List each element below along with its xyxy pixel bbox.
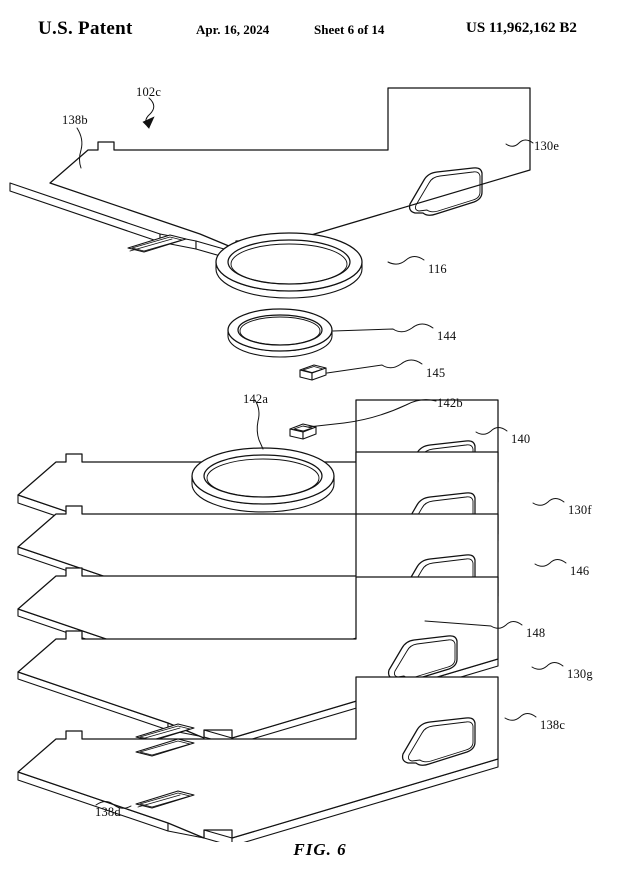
reference-label-130g: 130g	[567, 667, 593, 681]
patent-number: US 11,962,162 B2	[466, 20, 577, 36]
reference-label-145: 145	[426, 366, 446, 380]
reference-label-148: 148	[526, 626, 546, 640]
component-145	[299, 364, 327, 381]
ring-144	[227, 308, 333, 358]
slot-plate-138b	[127, 234, 187, 253]
leader-lines	[76, 97, 567, 809]
reference-label-130e: 130e	[534, 139, 560, 153]
figure-drawing: .ln { fill:none; stroke:#111; stroke-wid…	[0, 52, 640, 842]
ring-116	[215, 232, 363, 299]
reference-label-140: 140	[511, 432, 531, 446]
figure-caption: FIG. 6	[293, 840, 347, 859]
reference-label-142a: 142a	[243, 392, 269, 406]
reference-label-138d: 138d	[95, 805, 121, 819]
reference-label-142b: 142b	[437, 396, 463, 410]
reference-label-138c: 138c	[540, 718, 566, 732]
slot-lower-plate-138d	[135, 790, 195, 809]
boss-142a	[191, 447, 335, 513]
plate-bottom-138c	[17, 676, 499, 842]
slot-upper-plate-138c	[135, 738, 195, 757]
reference-label-102c: 102c	[136, 85, 162, 99]
patent-header: U.S. Patent Apr. 16, 2024 Sheet 6 of 14 …	[0, 18, 640, 48]
patent-date: Apr. 16, 2024	[196, 22, 270, 37]
reference-label-116: 116	[428, 262, 447, 276]
cutout-plate-138b	[408, 167, 483, 216]
plate-top-138b	[9, 87, 531, 258]
component-142b	[289, 423, 317, 440]
reference-label-130f: 130f	[568, 503, 592, 517]
sheet-indicator: Sheet 6 of 14	[314, 22, 385, 37]
reference-label-146: 146	[570, 564, 590, 578]
exploded-assembly-svg: .ln { fill:none; stroke:#111; stroke-wid…	[9, 87, 567, 842]
reference-label-138b: 138b	[62, 113, 88, 127]
cutout-plate-138c	[401, 717, 476, 766]
patent-office-title: U.S. Patent	[38, 18, 133, 39]
reference-label-144: 144	[437, 329, 457, 343]
